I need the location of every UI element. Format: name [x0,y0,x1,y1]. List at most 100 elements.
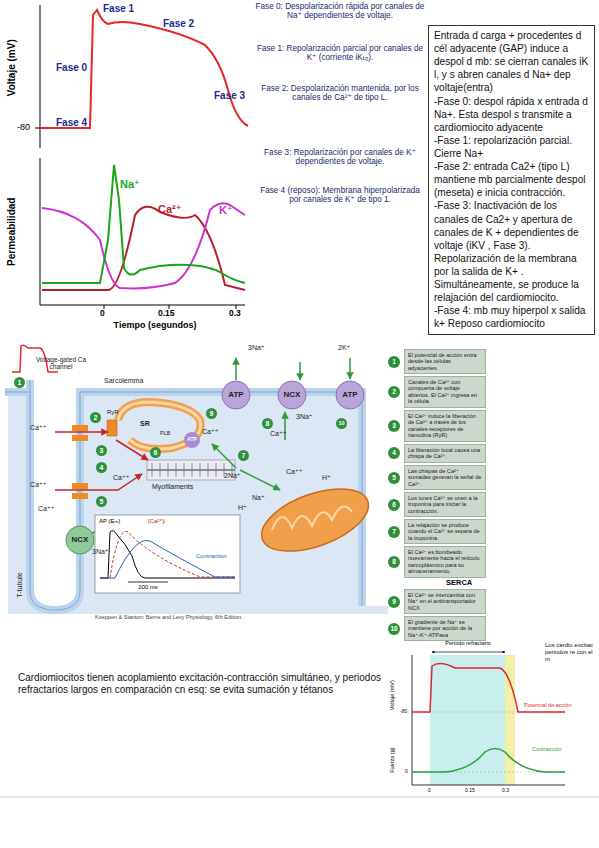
callout-number: 5 [96,496,107,507]
ap-graph-part [40,10,248,128]
axis-label: Permeabilidad [6,192,18,272]
callout-number: 10 [336,418,347,429]
text-label: 3Na⁺ [248,344,278,352]
step-box: 2Canales de Ca²⁺ con compuerta de voltaj… [404,376,486,408]
text-label: Ca²⁺ [158,203,188,216]
callout-number: 5 [388,472,400,484]
circle-node: NCX [277,380,307,410]
axis-label: Fuerza (g) [389,740,395,780]
callout-number: 6 [150,447,161,458]
step-text: El Ca²⁺ induce la liberación de Ca²⁺ a t… [408,413,482,439]
callout-number: 2 [90,412,101,423]
text-label: Fase 1 [103,3,148,15]
callout-number: 7 [388,526,400,538]
text-label: Fase 4 (reposo): Membrana hiperpolarizad… [255,186,425,205]
text-label: Fase 1: Repolarización parcial por canal… [255,44,425,63]
refractory-graph-part [412,655,413,785]
step-box: 3El Ca²⁺ induce la liberación de Ca²⁺ a … [404,410,486,442]
step-box: 10El gradiente de Na⁺ se mantiene por ac… [404,616,486,641]
text-label: Ca⁺⁺ [30,481,58,489]
separator [0,797,599,798]
text-label: Potencial de acción [524,702,594,708]
text-label: 0.3 [502,788,514,794]
cell-illustration-part [253,476,376,563]
step-text: Canales de Ca²⁺ con compuerta de voltaje… [408,379,482,405]
step-box: 4La liberación local causa una chispa de… [404,444,486,463]
permeability-graph-part [42,203,245,288]
cell-illustration-part [95,515,240,593]
text-label: 0 [405,769,411,775]
cell-illustration-part [107,420,117,436]
text-label: 0 [428,788,434,794]
text-label: -80 [17,122,39,132]
text-label: 0 [100,309,112,319]
callout-number: 2 [388,386,400,398]
cell-illustration-part [147,460,235,480]
callout-number: 4 [388,447,400,459]
note-text: -Fase 2: entrada Ca2+ (tipo L) mantiene … [434,160,589,199]
circle-label: ATP [221,380,251,410]
cell-illustration-part [72,483,88,489]
permeability-graph-part [40,305,245,306]
ap-graph-part [35,128,40,129]
step-text: El gradiente de Na⁺ se mantiene por acci… [408,619,482,638]
circle-label: ATP [335,380,365,410]
step-text: El Ca²⁺ se intercambia con Na⁺ en el ant… [408,592,482,611]
text-label: RyR [107,409,127,416]
callout-number: 9 [206,408,217,419]
circle-shape [336,381,364,409]
text-label: SERCA [446,579,491,588]
text-label: Fase 2 [163,18,208,30]
text-label: 3Na⁺ [296,413,326,421]
refractory-graph-part [412,785,565,786]
axis-label: Voltaje (mV) [6,33,18,103]
text-label: ATP [184,437,200,443]
text-label: Ca⁺⁺ [202,428,232,436]
text-label: 2Na⁺ [224,472,254,480]
text-label: Fase 0 [56,62,101,74]
callout-number: 10 [388,623,400,635]
text-label: Ca⁺⁺ [286,468,316,476]
axis-label: Voltaje (mV) [389,670,395,720]
circle-node: NCX [65,525,95,555]
cell-illustration-part [349,358,351,379]
cell-illustration-part [72,435,88,441]
callout-number: 4 [96,462,107,473]
step-box: 6Los iones Ca²⁺ se unen a la troponina p… [404,492,486,517]
callout-number: 6 [388,499,400,511]
callout-number: 8 [388,556,400,568]
text-label: Fase 3 [214,90,259,102]
circle-shape [66,526,94,554]
cell-illustration-part [212,444,236,468]
step-text: El potencial de acción entra desde las c… [408,352,482,371]
text-label: Voltage-gated Ca channel [30,356,92,371]
text-label: Fase 3: Repolarización por canales de K⁺… [255,148,425,167]
cell-illustration [5,345,388,614]
axis-label: T-tubule [16,562,24,607]
text-label: 0.15 [158,309,184,319]
step-box: 9El Ca²⁺ se intercambia con Na⁺ en el an… [404,589,486,614]
text-label: Na⁺ [252,494,272,502]
text-label: AP (Eₘ) [99,518,139,525]
step-text: La relajación se produce cuando el Ca²⁺ … [408,522,482,541]
notes-box: Entrada d carga + procedentes d cél adya… [428,25,595,335]
callout-number: 3 [96,445,107,456]
callout-number: 1 [14,377,25,388]
text-label: Sarcolemma [104,377,164,385]
note-text: -Fase 1: repolarización parcial. Cierre … [434,134,589,160]
cell-illustration-part [55,431,108,433]
cell-illustration-part [184,432,200,448]
note-text: Entrada d carga + procedentes d cél adya… [434,29,589,95]
text-label: Na⁺ [120,178,150,191]
text-label: Myofilaments [152,483,222,491]
circle-node: ATP [335,380,365,410]
step-text: La liberación local causa una chispa de … [408,447,482,460]
text-label: 3Na⁺ [92,548,122,556]
text-label: Koeppen & Stanton: Berne and Levy Physio… [95,614,355,620]
text-label: 0.3 [229,309,249,319]
text-label: Ca⁺⁺ [38,505,68,513]
cell-illustration-part [116,440,148,460]
text-label: SR [140,420,160,428]
text-label: PLB [160,430,180,436]
text-label: H⁺ [322,474,342,482]
